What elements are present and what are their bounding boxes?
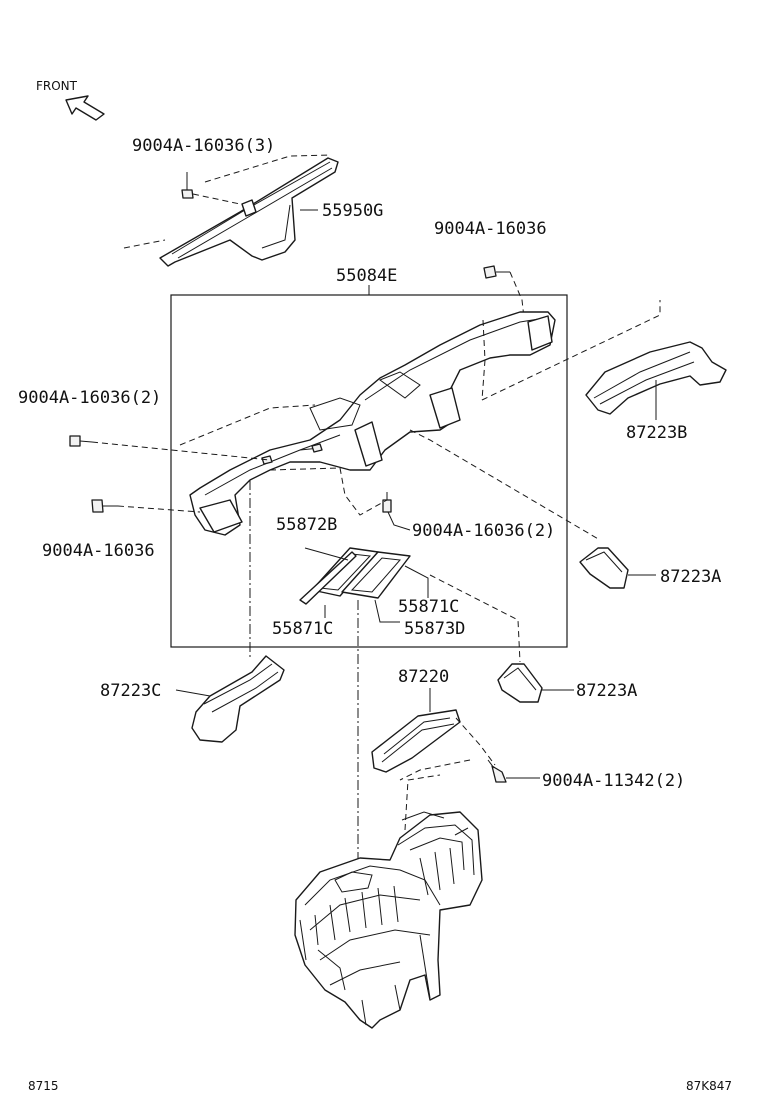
callout-9004A-16036-3: 9004A-16036(3)	[132, 136, 275, 156]
callout-87223C: 87223C	[100, 681, 161, 701]
clip-9004A-16036-3	[181, 172, 241, 205]
page-code-left: 8715	[28, 1079, 59, 1093]
callout-55872B: 55872B	[276, 515, 337, 535]
part-hvac-unit	[294, 600, 483, 1029]
callout-9004A-16036-top-right: 9004A-16036	[434, 219, 547, 239]
part-87223A-lower	[429, 574, 574, 703]
front-label: FRONT	[36, 79, 78, 93]
callout-87223A-upper: 87223A	[660, 567, 721, 587]
callout-55871C-right: 55871C	[398, 597, 459, 617]
part-87223B	[585, 341, 727, 420]
callout-9004A-16036-2-center: 9004A-16036(2)	[412, 521, 555, 541]
front-arrow-icon	[65, 95, 105, 121]
callout-87223A-lower: 87223A	[576, 681, 637, 701]
callout-55871C-left: 55871C	[272, 619, 333, 639]
clip-9004A-11342-2	[487, 759, 540, 783]
callout-55873D: 55873D	[404, 619, 465, 639]
page-code-right: 87K847	[686, 1079, 732, 1093]
part-55950G	[123, 154, 339, 267]
callout-87220: 87220	[398, 667, 449, 687]
callout-55084E: 55084E	[336, 266, 397, 286]
clip-9004A-16036-2-center	[339, 467, 411, 531]
callout-87223B: 87223B	[626, 423, 687, 443]
part-55084E-duct	[179, 300, 661, 541]
callout-9004A-16036-left: 9004A-16036	[42, 541, 155, 561]
clip-9004A-16036-top-right	[483, 265, 525, 319]
callout-55950G: 55950G	[322, 201, 383, 221]
callout-9004A-11342-2: 9004A-11342(2)	[542, 771, 685, 791]
callout-9004A-16036-2-left: 9004A-16036(2)	[18, 388, 161, 408]
part-87223C	[175, 480, 285, 743]
clip-9004A-16036-left	[91, 499, 201, 513]
part-87223A-upper	[579, 547, 656, 589]
front-indicator: FRONT	[36, 79, 105, 121]
gaskets-group	[299, 547, 429, 623]
clip-9004A-16036-2-left	[69, 435, 271, 461]
part-87220	[371, 688, 496, 781]
